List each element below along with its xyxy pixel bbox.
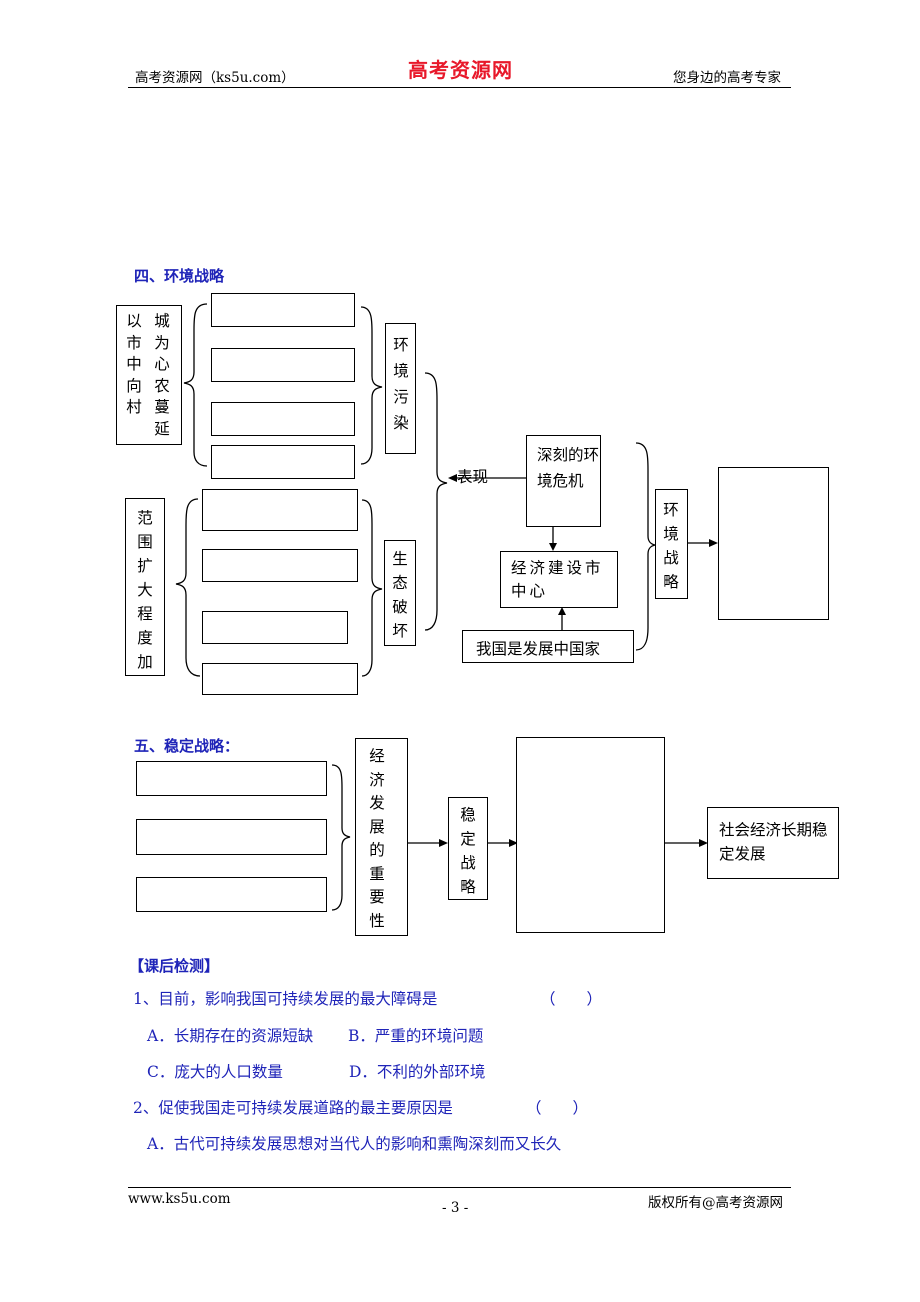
footer-page-number: - 3 - xyxy=(442,1200,469,1216)
urban-sprawl-box: 以市中向村 城为心农蔓延 xyxy=(116,305,182,445)
economic-importance-label: 经济发展的重要性 xyxy=(369,747,385,930)
answer-box-10[interactable] xyxy=(136,819,327,855)
developing-country-label: 我国是发展中国家 xyxy=(476,640,601,658)
answer-box-3[interactable] xyxy=(211,402,355,436)
scope-expansion-box: 范围扩大程度加 xyxy=(125,498,165,676)
q1-stem: 1、目前，影响我国可持续发展的最大障碍是 xyxy=(133,990,438,1008)
ecological-damage-label: 生态破坏 xyxy=(392,550,408,640)
footer-rule xyxy=(128,1187,791,1188)
footer-left-link[interactable]: www.ks5u.com xyxy=(128,1191,231,1207)
stability-strategy-answer-box[interactable] xyxy=(516,737,665,933)
answer-box-5[interactable] xyxy=(202,489,358,531)
q2-stem: 2、促使我国走可持续发展道路的最主要原因是 xyxy=(133,1099,453,1117)
q1-option-d[interactable]: D．不利的外部环境 xyxy=(349,1063,486,1081)
header-right-text: 您身边的高考专家 xyxy=(673,70,781,86)
answer-box-1[interactable] xyxy=(211,293,355,327)
q1-answer-paren[interactable]: （ ） xyxy=(540,990,603,1008)
urban-sprawl-col1: 以市中向村 xyxy=(126,312,142,416)
answer-box-9[interactable] xyxy=(136,761,327,796)
social-economic-outcome-box: 社会经济长期稳定发展 xyxy=(707,807,839,879)
manifestation-label: 表现 xyxy=(457,468,489,486)
environment-crisis-label: 深刻的环境危机 xyxy=(537,446,600,490)
environment-strategy-answer-box[interactable] xyxy=(718,467,829,620)
answer-box-6[interactable] xyxy=(202,549,358,582)
exercise-title: 【课后检测】 xyxy=(129,957,220,975)
answer-box-4[interactable] xyxy=(211,445,355,479)
answer-box-2[interactable] xyxy=(211,348,355,382)
stability-strategy-box: 稳定战略 xyxy=(448,797,488,900)
section5-title: 五、稳定战略： xyxy=(134,737,240,755)
q1-option-c[interactable]: C．庞大的人口数量 xyxy=(147,1063,283,1081)
q1-option-b[interactable]: B．严重的环境问题 xyxy=(348,1027,484,1045)
q2-answer-paren[interactable]: （ ） xyxy=(526,1099,589,1117)
economic-center-box: 经济建设市中心 xyxy=(500,551,618,608)
developing-country-box: 我国是发展中国家 xyxy=(462,630,634,663)
answer-box-7[interactable] xyxy=(202,611,348,644)
scope-expansion-label: 范围扩大程度加 xyxy=(137,509,153,671)
q1-option-a[interactable]: A．长期存在的资源短缺 xyxy=(147,1027,314,1045)
environment-pollution-label: 环境污染 xyxy=(393,336,409,432)
stability-strategy-label: 稳定战略 xyxy=(460,806,476,896)
footer-right-text: 版权所有@高考资源网 xyxy=(648,1195,783,1211)
header-rule xyxy=(128,87,791,88)
header-brand-logo: 高考资源网 xyxy=(408,58,513,82)
environment-crisis-box: 深刻的环境危机 xyxy=(526,435,601,527)
environment-pollution-box: 环境污染 xyxy=(385,323,416,454)
header-left-text: 高考资源网（ks5u.com） xyxy=(135,70,295,86)
section4-title: 四、环境战略 xyxy=(134,267,225,285)
economic-center-label: 经济建设市中心 xyxy=(511,559,604,600)
ecological-damage-box: 生态破坏 xyxy=(384,540,416,646)
environment-strategy-label: 环境战略 xyxy=(663,501,679,591)
social-economic-outcome-label: 社会经济长期稳定发展 xyxy=(719,821,828,863)
urban-sprawl-col2: 城为心农蔓延 xyxy=(154,312,170,438)
economic-importance-box: 经济发展的重要性 xyxy=(355,738,408,936)
environment-strategy-box: 环境战略 xyxy=(655,489,688,599)
answer-box-8[interactable] xyxy=(202,663,358,695)
q2-option-a[interactable]: A．古代可持续发展思想对当代人的影响和熏陶深刻而又长久 xyxy=(147,1135,562,1153)
answer-box-11[interactable] xyxy=(136,877,327,912)
